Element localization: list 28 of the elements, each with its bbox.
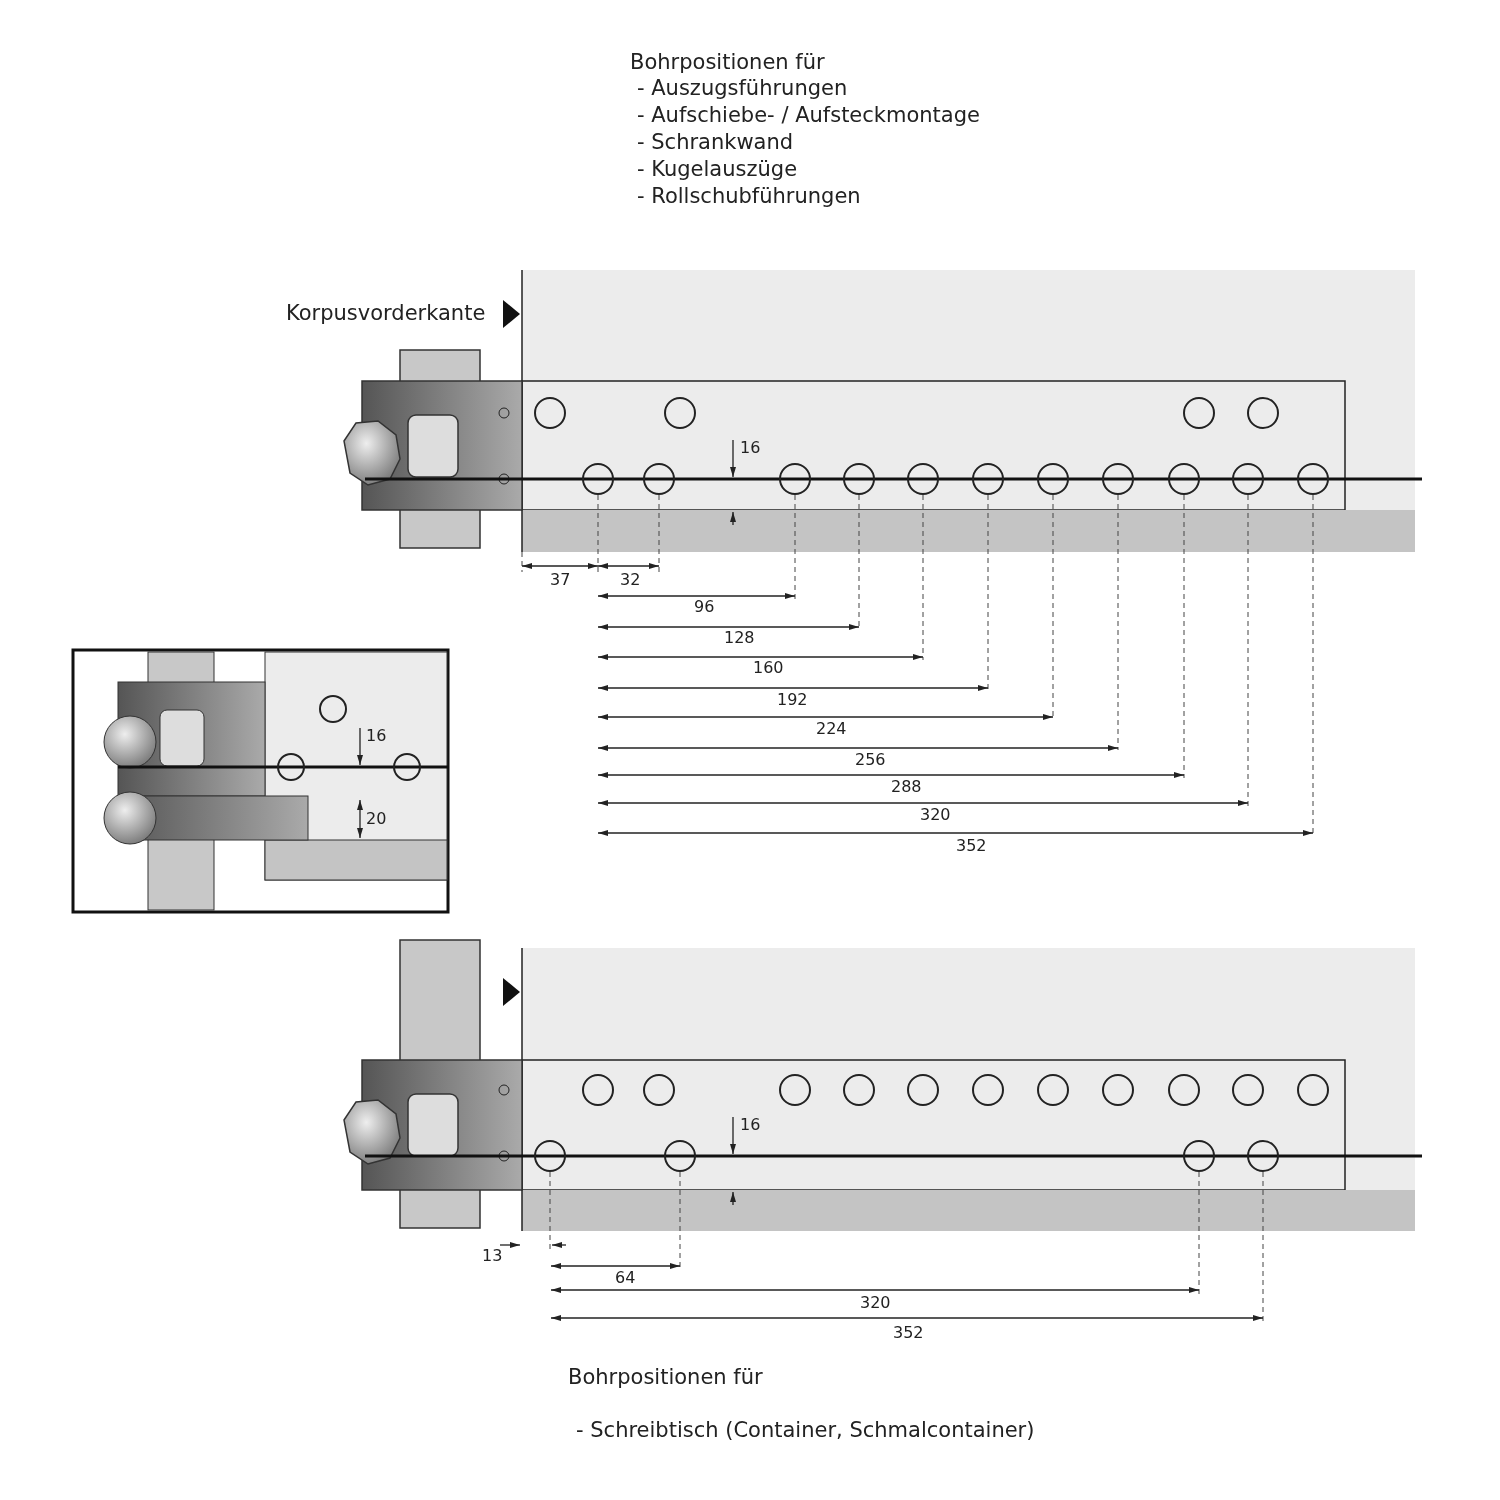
dimension-value: 288 <box>891 779 922 795</box>
heading-text: Bohrpositionen für <box>630 52 825 73</box>
heading-text: - Aufschiebe- / Aufsteckmontage <box>637 105 980 126</box>
heading-text: - Schreibtisch (Container, Schmalcontainer) <box>576 1420 1035 1441</box>
dimension-value: 37 <box>550 572 571 588</box>
heading-text: - Schrankwand <box>637 132 794 153</box>
dimension-value: 16 <box>740 440 761 456</box>
dimension-value: 64 <box>615 1270 636 1286</box>
edge-marker-label: Korpusvorderkante <box>286 303 486 324</box>
dimension-value: 352 <box>893 1325 924 1341</box>
dimension-value: 224 <box>816 721 847 737</box>
dimension-value: 20 <box>366 811 387 827</box>
heading-text: Bohrpositionen für <box>568 1367 763 1388</box>
dimension-value: 160 <box>753 660 784 676</box>
dimension-value: 192 <box>777 692 808 708</box>
dimension-value: 32 <box>620 572 641 588</box>
dimension-value: 16 <box>366 728 387 744</box>
heading-text: - Rollschubführungen <box>637 186 861 207</box>
heading-text: - Auszugsführungen <box>637 78 848 99</box>
dimension-value: 16 <box>740 1117 761 1133</box>
dimension-value: 320 <box>920 807 951 823</box>
dimension-value: 128 <box>724 630 755 646</box>
dimension-value: 320 <box>860 1295 891 1311</box>
dimension-value: 256 <box>855 752 886 768</box>
dimension-value: 352 <box>956 838 987 854</box>
heading-text: - Kugelauszüge <box>637 159 798 180</box>
dimension-value: 96 <box>694 599 715 615</box>
dimension-value: 13 <box>482 1248 503 1264</box>
